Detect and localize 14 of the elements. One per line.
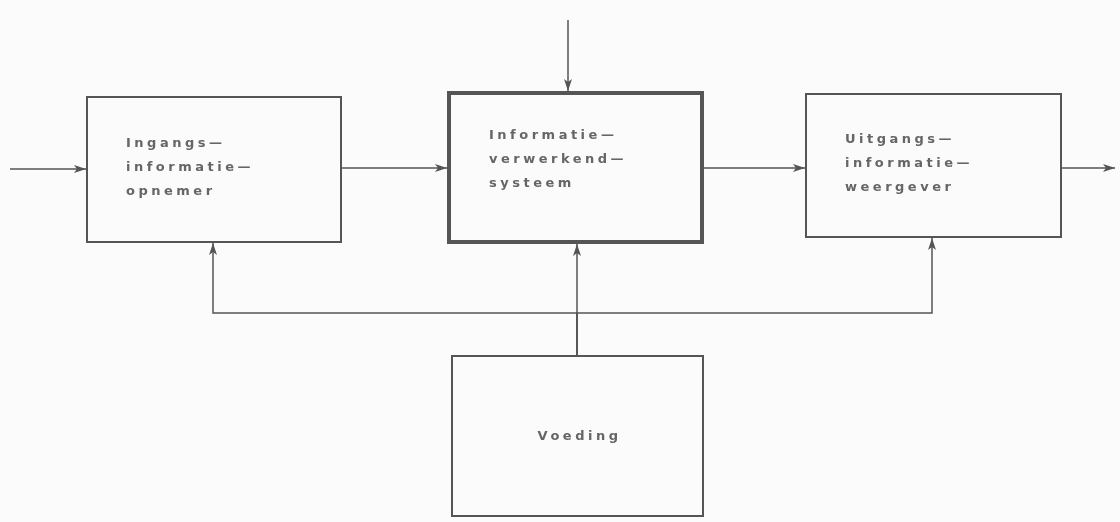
arrow (9, 165, 87, 173)
arrow (341, 164, 448, 172)
arrow (576, 237, 936, 356)
arrow (564, 19, 572, 92)
process-box (86, 96, 342, 243)
box-label: Ingangs— informatie— opnemer (126, 134, 255, 200)
process-box (447, 91, 704, 244)
arrow (703, 164, 806, 172)
arrow (1061, 164, 1116, 172)
box-label: Informatie— verwerkend— systeem (489, 126, 629, 192)
box-label: Uitgangs— informatie— weergever (845, 130, 974, 196)
process-box (451, 355, 704, 517)
process-box (805, 93, 1062, 238)
box-label: Voeding (536, 427, 623, 445)
